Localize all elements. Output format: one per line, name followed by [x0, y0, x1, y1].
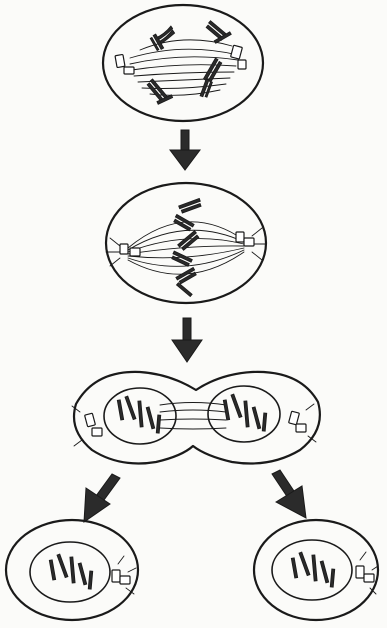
arrow-down-2: [172, 318, 202, 362]
midbody-fibers: [160, 403, 226, 430]
chromatin: [49, 554, 92, 589]
right-nucleus: [208, 386, 280, 442]
cleaving-membrane: [74, 372, 320, 464]
cell-membrane: [106, 183, 266, 303]
chromosomes-aligned: [171, 198, 202, 296]
arrow-down-right: [272, 470, 306, 518]
arrow-down-left: [84, 474, 120, 522]
centriole-pair-right: [236, 232, 254, 246]
centriole-pair-right: [289, 411, 306, 432]
left-nucleus: [104, 388, 176, 444]
metaphase-cell: [106, 183, 266, 303]
telophase-cell: [72, 372, 320, 464]
chromatin: [291, 552, 334, 587]
chromosomes: [146, 21, 231, 105]
daughter-cell-left: [6, 520, 138, 620]
centriole-pair: [112, 570, 130, 584]
centriole-pair: [356, 566, 374, 582]
prophase-cell: [103, 5, 263, 121]
nucleus: [30, 542, 110, 602]
arrow-down-1: [170, 130, 200, 170]
daughter-cell-right: [254, 520, 378, 620]
spindle-fibers: [130, 40, 238, 95]
nucleus: [272, 540, 352, 600]
centriole-pair-left: [85, 413, 102, 436]
